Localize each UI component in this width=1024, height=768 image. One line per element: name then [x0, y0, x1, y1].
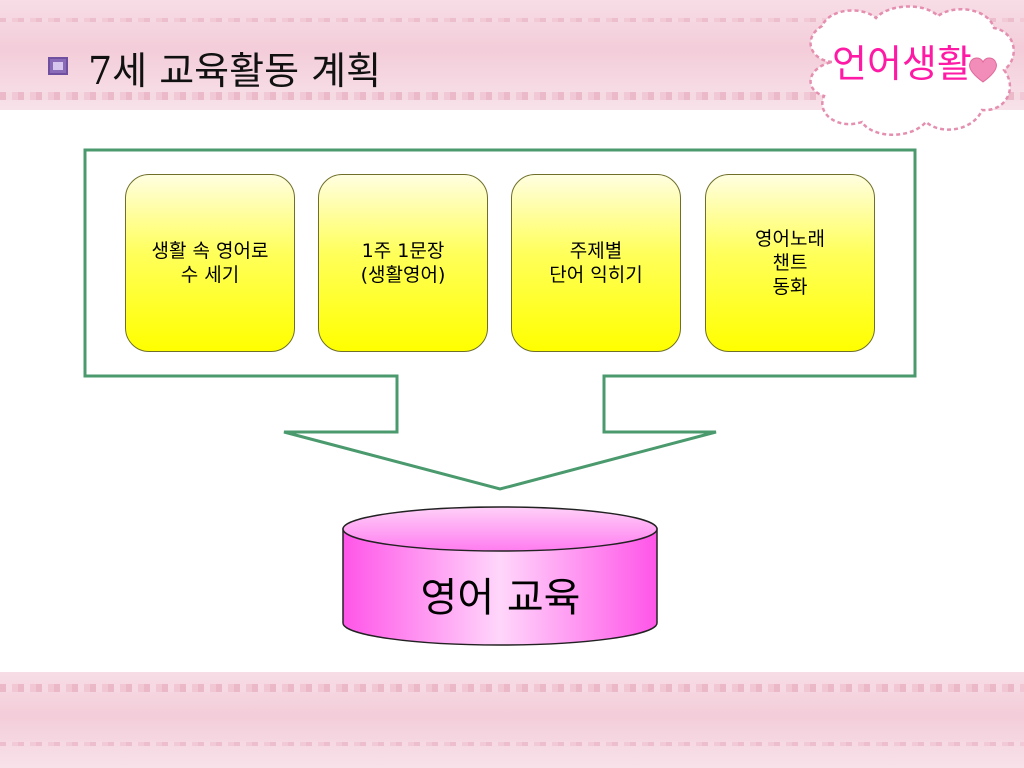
target-cylinder-top	[342, 506, 658, 552]
lace-border-footer-top	[0, 684, 1024, 692]
activity-label: 생활 속 영어로 수 세기	[151, 240, 269, 286]
activity-card-2: 1주 1문장 (생활영어)	[318, 174, 488, 352]
lace-border-top	[0, 18, 1024, 22]
cloud-badge	[809, 5, 1015, 136]
heart-icon	[969, 57, 997, 83]
footer-band	[0, 672, 1024, 768]
page-title: 7세 교육활동 계획	[88, 49, 382, 93]
activity-label: 영어노래 챈트 동화	[755, 228, 825, 298]
lace-border-header	[0, 92, 1024, 100]
activity-card-1: 생활 속 영어로 수 세기	[125, 174, 295, 352]
purple-square-bullet-icon	[48, 57, 68, 75]
activity-label: 1주 1문장 (생활영어)	[360, 240, 446, 286]
activity-card-3: 주제별 단어 익히기	[511, 174, 681, 352]
badge-label: 언어생활	[832, 42, 972, 86]
target-cylinder-body	[342, 528, 658, 646]
activity-label: 주제별 단어 익히기	[549, 240, 643, 286]
target-label: 영어 교육	[420, 575, 581, 621]
lace-border-footer-bottom	[0, 742, 1024, 746]
activity-card-4: 영어노래 챈트 동화	[705, 174, 875, 352]
